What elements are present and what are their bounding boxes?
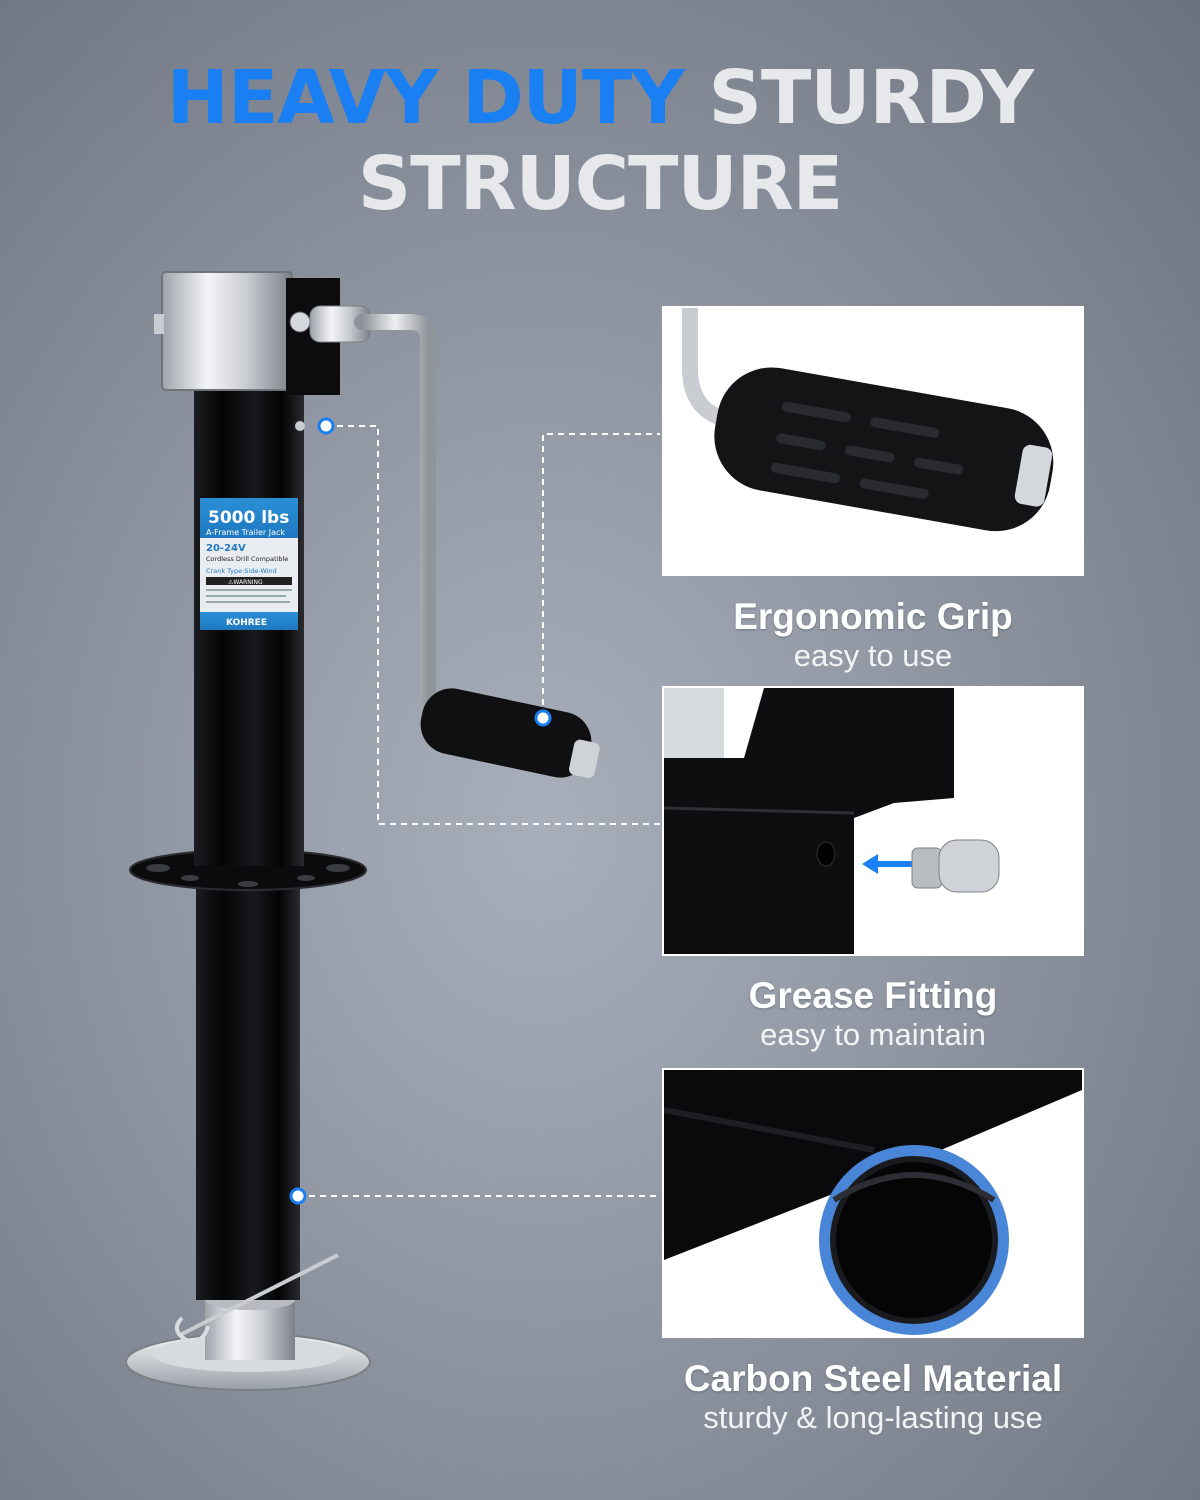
- feature-caption-tube: Carbon Steel Material sturdy & long-last…: [662, 1358, 1084, 1436]
- leader-dot-grease: [317, 417, 335, 435]
- leader-grease: [326, 425, 660, 825]
- gear-box: [161, 271, 293, 391]
- flange-holes: [146, 864, 350, 887]
- label-type: A-Frame Trailer Jack: [206, 528, 285, 537]
- leader-lines: [298, 425, 660, 1197]
- label-warning: ⚠WARNING: [228, 579, 263, 586]
- headline: HEAVY DUTY STURDY STRUCTURE: [0, 55, 1200, 227]
- feature-title: Ergonomic Grip: [733, 596, 1013, 637]
- crank-arm: [354, 314, 436, 720]
- feature-caption-grease: Grease Fitting easy to maintain: [662, 975, 1084, 1053]
- label-brand: KOHREE: [226, 618, 267, 628]
- feature-caption-grip: Ergonomic Grip easy to use: [662, 596, 1084, 674]
- tube-detail-panel: [662, 1068, 1084, 1338]
- crank-grip: [420, 688, 600, 779]
- tube-detail-image: [664, 1070, 1082, 1336]
- grease-detail-panel: [662, 686, 1084, 956]
- feature-subtitle: sturdy & long-lasting use: [703, 1400, 1043, 1435]
- leader-dot-grip: [534, 709, 552, 727]
- grease-fitting-small: [295, 421, 305, 431]
- label-capacity: 5000 lbs: [208, 508, 289, 528]
- feature-subtitle: easy to use: [793, 638, 953, 673]
- feature-subtitle: easy to maintain: [760, 1017, 986, 1052]
- headline-line-1: HEAVY DUTY STURDY: [0, 55, 1200, 141]
- gear-box-stub: [154, 314, 164, 334]
- label-crank: Crank Type:Side-Wind: [206, 567, 277, 575]
- grip-detail-image: [664, 308, 1082, 574]
- lock-pin-clip: [174, 1316, 210, 1343]
- leader-dot-tube: [289, 1187, 307, 1205]
- gear-box-bolt: [289, 311, 311, 333]
- leader-grip: [542, 433, 660, 716]
- lock-pin: [179, 1253, 339, 1337]
- grip-detail-panel: [662, 306, 1084, 576]
- headline-line-2: STRUCTURE: [357, 141, 843, 227]
- lower-tube: [196, 880, 300, 1300]
- label-voltage: 20-24V: [206, 543, 246, 554]
- headline-rest: STURDY: [708, 55, 1034, 141]
- feature-title: Carbon Steel Material: [683, 1358, 1063, 1399]
- trailer-jack-illustration: 5000 lbs A-Frame Trailer Jack 20-24V Cor…: [125, 271, 660, 1391]
- headline-accent: HEAVY DUTY: [166, 55, 685, 141]
- leader-dots: [289, 417, 552, 1205]
- product-label: 5000 lbs A-Frame Trailer Jack 20-24V Cor…: [200, 498, 298, 630]
- label-drill: Cordless Drill Compatible: [206, 555, 288, 563]
- feature-title: Grease Fitting: [748, 975, 998, 1016]
- grease-detail-image: [664, 688, 1082, 954]
